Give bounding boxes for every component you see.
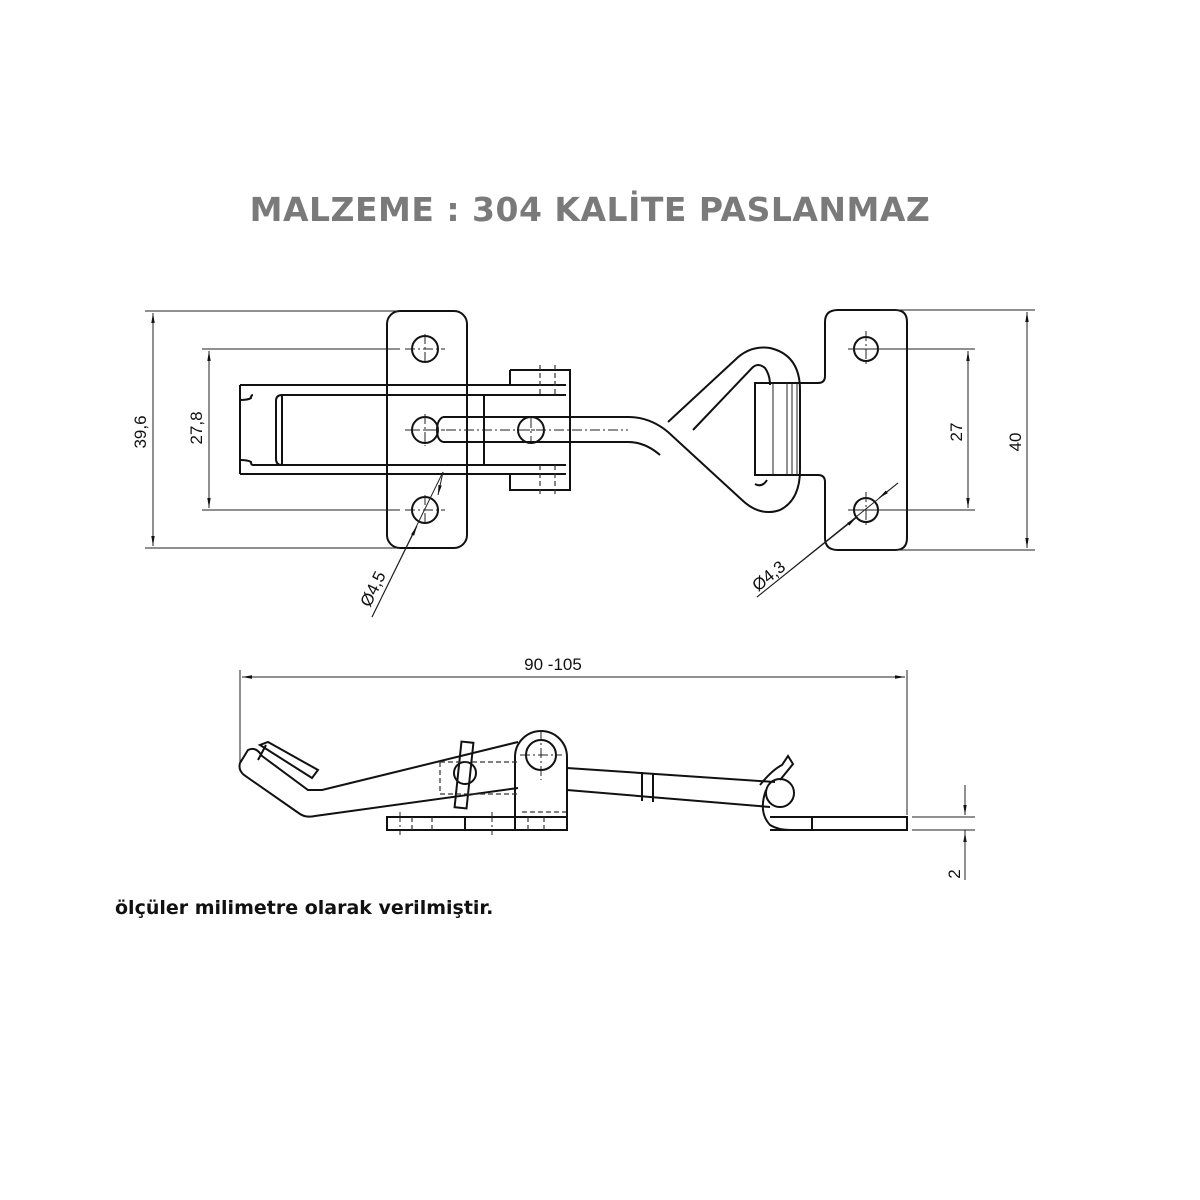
dim-label-27: 27 <box>947 423 966 442</box>
dimension-overall-length: 90 -105 <box>239 655 908 815</box>
dim-label-39-6: 39,6 <box>131 415 150 448</box>
dimension-hole-4-3: Ø4,3 <box>749 482 899 598</box>
pivot-bracket-side <box>514 730 568 830</box>
base-plates <box>386 812 908 835</box>
dimension-40: 40 <box>880 309 1035 551</box>
dim-label-diameter-4-3: Ø4,3 <box>749 557 790 595</box>
dimension-27: 27 <box>850 348 975 511</box>
dimension-thickness-2: 2 <box>912 785 975 880</box>
rod-side <box>566 754 795 831</box>
dim-label-27-8: 27,8 <box>187 411 206 444</box>
units-note: ölçüler milimetre olarak verilmiştir. <box>115 897 494 919</box>
dim-label-90-105: 90 -105 <box>524 655 582 674</box>
draw-rod <box>410 346 801 513</box>
dim-label-2: 2 <box>945 869 964 878</box>
side-view: 90 -105 <box>238 655 975 880</box>
dimension-hole-4-5: Ø4,5 <box>357 471 444 618</box>
dimension-27-8: 27,8 <box>187 348 400 511</box>
lever-body <box>239 384 566 475</box>
dim-label-diameter-4-5: Ø4,5 <box>357 568 390 609</box>
dim-label-40: 40 <box>1006 433 1025 452</box>
lever-side <box>238 740 519 818</box>
keeper-plate <box>754 309 908 551</box>
dimension-39-6: 39,6 <box>131 310 400 549</box>
material-title: MALZEME : 304 KALİTE PASLANMAZ <box>249 190 931 229</box>
top-view: 39,6 27,8 Ø4,5 27 40 Ø4,3 <box>131 309 1035 618</box>
